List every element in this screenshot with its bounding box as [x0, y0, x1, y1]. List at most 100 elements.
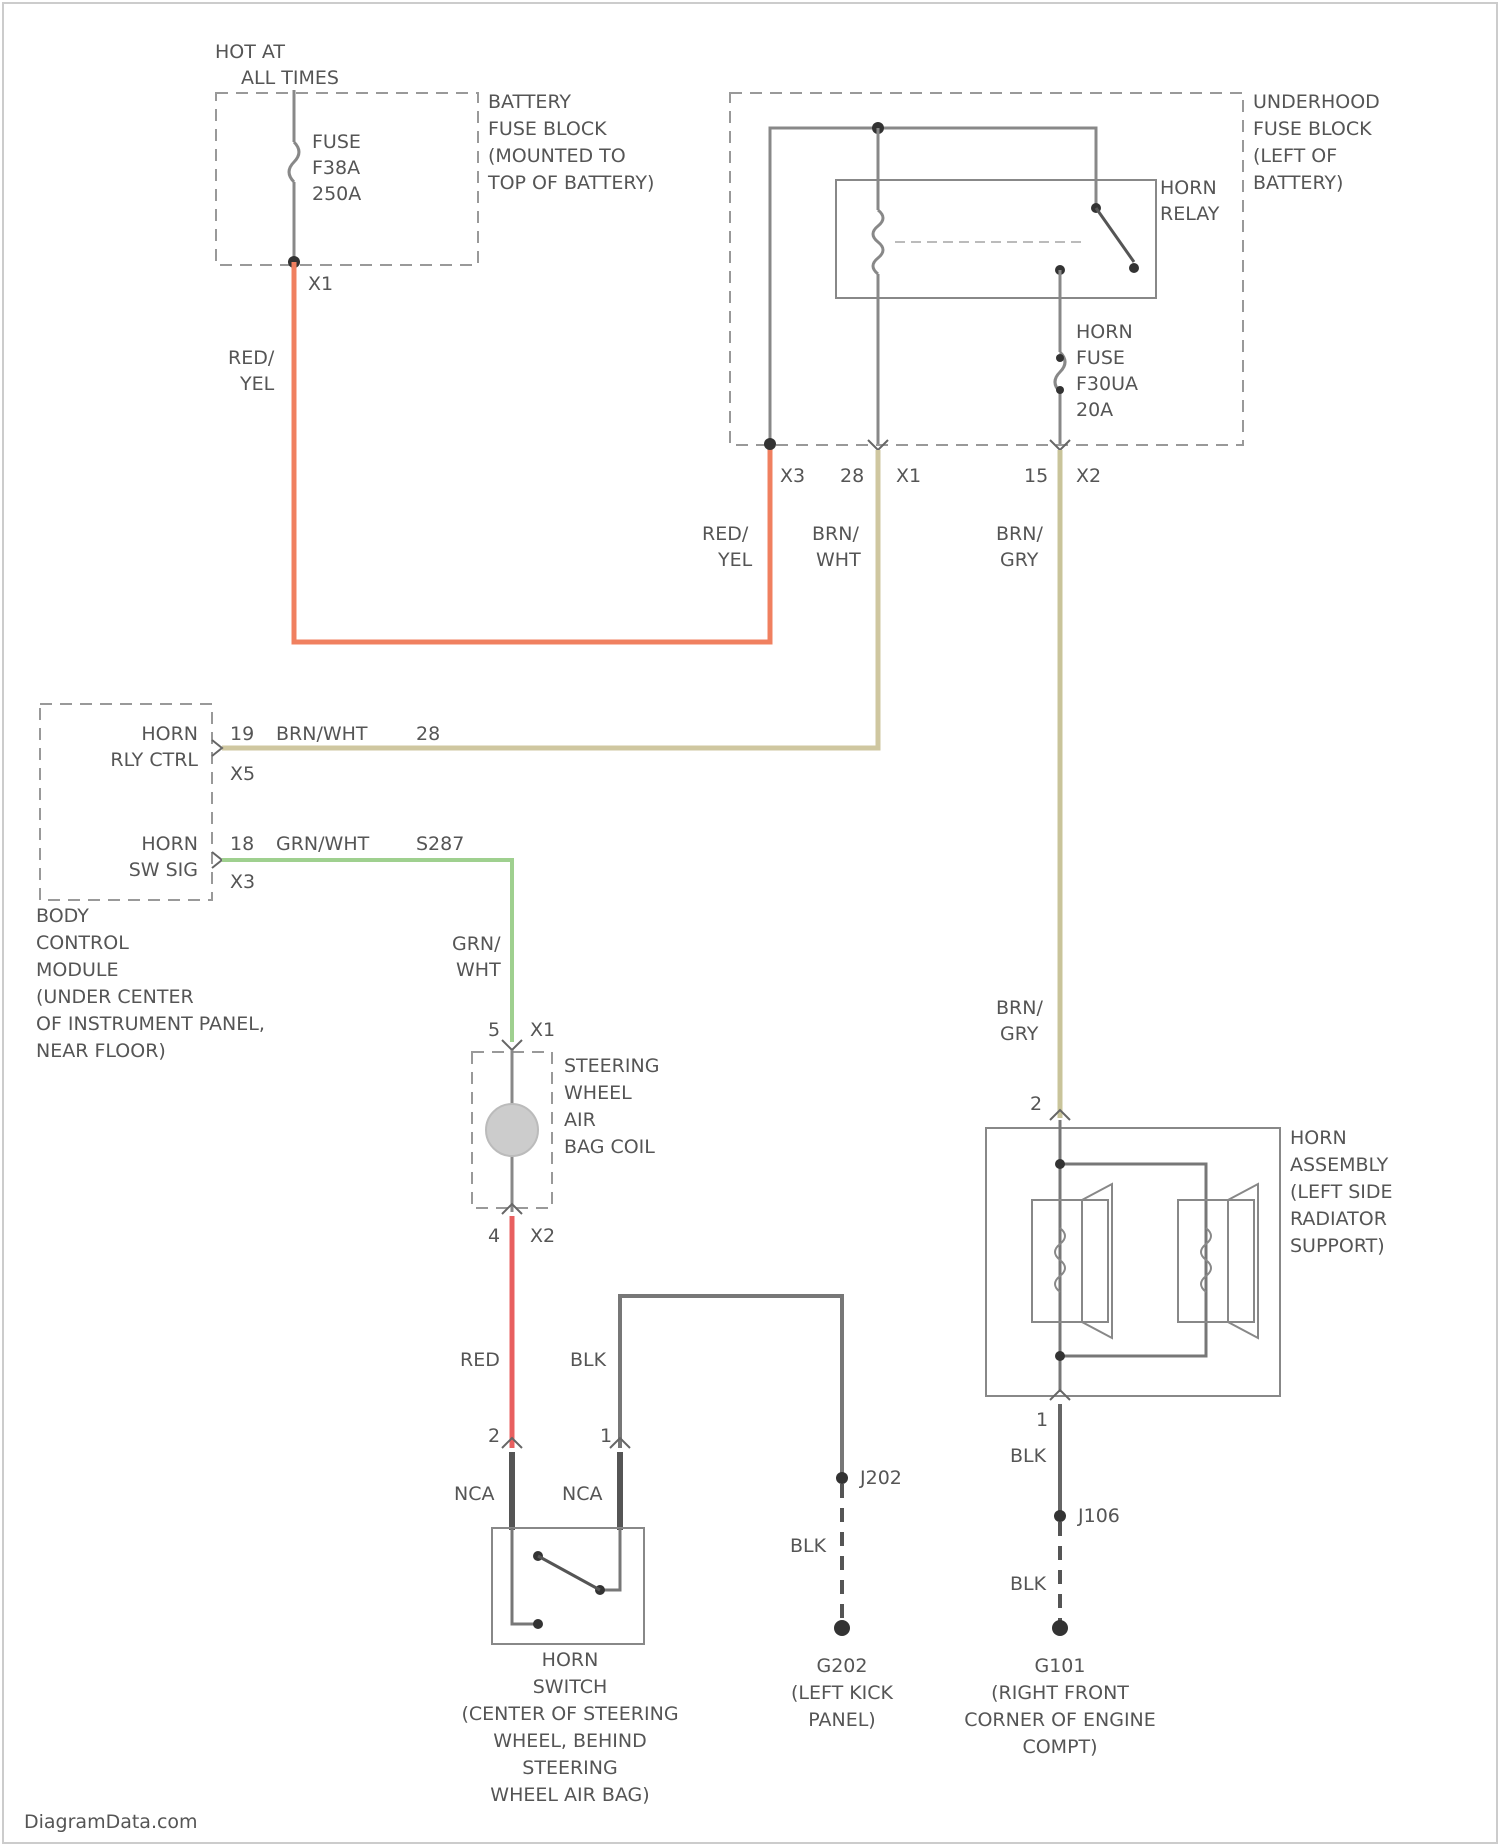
wire-brn-wht-label-1: BRN/	[812, 523, 859, 545]
horn-switch-label-6: WHEEL AIR BAG)	[490, 1784, 649, 1806]
wire-brn-gry-label-1a: BRN/	[996, 523, 1043, 545]
wire-red-yel-label-1a: RED/	[228, 347, 275, 369]
wire-blk-label-1: BLK	[570, 1349, 607, 1371]
pin-x3-label: X3	[780, 465, 805, 487]
horn-switch-nca-right: NCA	[562, 1483, 602, 1505]
wire-red: RED	[460, 1216, 512, 1448]
wire-blk-label-4: BLK	[1010, 1573, 1047, 1595]
connector-x1-label: X1	[308, 273, 333, 295]
pin-28-label: 28	[840, 465, 864, 487]
horn-switch-contact-icon	[538, 1556, 600, 1590]
connector-arrow	[212, 852, 222, 868]
power-label-2: ALL TIMES	[241, 67, 339, 89]
clockspring-icon	[486, 1104, 538, 1156]
coil-label-3: AIR	[564, 1109, 596, 1131]
bcm-horn-sw-label-2: SW SIG	[129, 859, 198, 881]
coil-label-4: BAG COIL	[564, 1136, 655, 1158]
relay-switch-icon	[1096, 208, 1134, 262]
wire-grn-wht-label-1: GRN/	[452, 933, 501, 955]
bcm-horn-sw-pin: 18	[230, 833, 254, 855]
ground-g101: BLK J106 BLK G101 (RIGHT FRONT CORNER OF…	[964, 1404, 1156, 1758]
bcm-horn-sw-conn: X3	[230, 871, 255, 893]
bcm-horn-sw-label-1: HORN	[141, 833, 198, 855]
horn-switch-pin-right: 1	[600, 1425, 612, 1447]
bcm-label-1: BODY	[36, 905, 89, 927]
fuse-f38a-label-3: 250A	[312, 183, 361, 205]
power-label-1: HOT AT	[215, 41, 285, 63]
page-border	[3, 3, 1497, 1843]
ground-g202-icon	[834, 1620, 850, 1636]
wire-grn-wht-label-2: WHT	[456, 959, 501, 981]
horn-switch-label-4: WHEEL, BEHIND	[493, 1730, 647, 1752]
ground-g101-label-3: CORNER OF ENGINE	[964, 1709, 1156, 1731]
horn-assembly-label-4: RADIATOR	[1290, 1208, 1387, 1230]
horn-assembly-label-1: HORN	[1290, 1127, 1347, 1149]
battery-fuse-block-label-4: TOP OF BATTERY)	[487, 172, 654, 194]
ground-g202-label-2: (LEFT KICK	[791, 1682, 894, 1704]
horn-fuse-label-3: F30UA	[1076, 373, 1138, 395]
horn-assembly-pin-top: 2	[1030, 1093, 1042, 1115]
bcm-horn-rly-wire: BRN/WHT	[276, 723, 368, 745]
pin-x1-label: X1	[896, 465, 921, 487]
watermark: DiagramData.com	[24, 1811, 198, 1833]
ground-g101-label-1: G101	[1035, 1655, 1086, 1677]
fuse-f38a-label-1: FUSE	[312, 131, 361, 153]
bcm-horn-sw-splice: S287	[416, 833, 464, 855]
wire-red-yel-label-1b: YEL	[239, 373, 275, 395]
horn-switch-label-2: SWITCH	[533, 1676, 608, 1698]
underhood-fuse-block-label-2: FUSE BLOCK	[1253, 118, 1372, 140]
bcm-horn-rly-pin: 19	[230, 723, 254, 745]
horn-switch-pin-left: 2	[488, 1425, 500, 1447]
bcm-horn-rly-end-pin: 28	[416, 723, 440, 745]
fuse-f38a-label-2: F38A	[312, 157, 360, 179]
horn-fuse-label-1: HORN	[1076, 321, 1133, 343]
wire-brn-gry: BRN/ GRY BRN/ GRY	[996, 450, 1060, 1118]
coil-pin-bottom: 4	[488, 1225, 500, 1247]
horn-relay-label-1: HORN	[1160, 177, 1217, 199]
ground-g101-label-2: (RIGHT FRONT	[991, 1682, 1129, 1704]
bcm-horn-rly-label-2: RLY CTRL	[110, 749, 198, 771]
underhood-fuse-block: UNDERHOOD FUSE BLOCK (LEFT OF BATTERY) H…	[730, 91, 1380, 487]
battery-fuse-block-label-1: BATTERY	[488, 91, 571, 113]
bcm-label-4: (UNDER CENTER	[36, 986, 194, 1008]
horn-switch-label-1: HORN	[542, 1649, 599, 1671]
ground-g101-label-4: COMPT)	[1022, 1736, 1097, 1758]
splice-j106	[1054, 1510, 1066, 1522]
horn-assembly-label-3: (LEFT SIDE	[1290, 1181, 1393, 1203]
horn-assembly-pin-bottom: 1	[1036, 1409, 1048, 1431]
wire-red-yel-label-2a: RED/	[702, 523, 749, 545]
battery-fuse-block-label-2: FUSE BLOCK	[488, 118, 607, 140]
bcm-horn-rly-conn: X5	[230, 763, 255, 785]
body-control-module: HORN RLY CTRL HORN SW SIG 19 BRN/WHT 28 …	[36, 704, 464, 1062]
splice-j202	[836, 1472, 848, 1484]
horn-switch-label-3: (CENTER OF STEERING	[461, 1703, 678, 1725]
battery-fuse-block-label-3: (MOUNTED TO	[488, 145, 626, 167]
wire-blk-label-3: BLK	[1010, 1445, 1047, 1467]
underhood-fuse-block-label-3: (LEFT OF	[1253, 145, 1337, 167]
horn-fuse-label-4: 20A	[1076, 399, 1113, 421]
bcm-horn-sw-wire: GRN/WHT	[276, 833, 370, 855]
steering-wheel-coil: 5 X1 4 X2 STEERING WHEEL AIR BAG COIL	[472, 1019, 659, 1247]
ground-g202-label-3: PANEL)	[808, 1709, 875, 1731]
wire-red-label: RED	[460, 1349, 500, 1371]
bcm-label-2: CONTROL	[36, 932, 129, 954]
horn-switch-label-5: STEERING	[522, 1757, 617, 1779]
horn-assembly-label-2: ASSEMBLY	[1290, 1154, 1389, 1176]
horn-assembly: 2 1 HORN ASSEMBLY (LEFT SIDE RADIATOR SU…	[986, 1093, 1393, 1431]
coil-conn-bottom: X2	[530, 1225, 555, 1247]
pin-x2-label: X2	[1076, 465, 1101, 487]
splice-j202-label: J202	[859, 1467, 902, 1489]
horn-switch-nca-left: NCA	[454, 1483, 494, 1505]
coil-label-2: WHEEL	[564, 1082, 632, 1104]
wire-brn-wht-label-2: WHT	[816, 549, 861, 571]
bcm-label-5: OF INSTRUMENT PANEL,	[36, 1013, 265, 1035]
ground-g101-icon	[1052, 1620, 1068, 1636]
wire-brn-gry-label-1b: GRY	[1000, 549, 1039, 571]
connector-arrow	[212, 740, 222, 756]
coil-label-1: STEERING	[564, 1055, 659, 1077]
wire-red-yel: RED/ YEL RED/ YEL	[228, 262, 770, 642]
horn-relay-label-2: RELAY	[1160, 203, 1220, 225]
underhood-fuse-block-label-4: BATTERY)	[1253, 172, 1343, 194]
